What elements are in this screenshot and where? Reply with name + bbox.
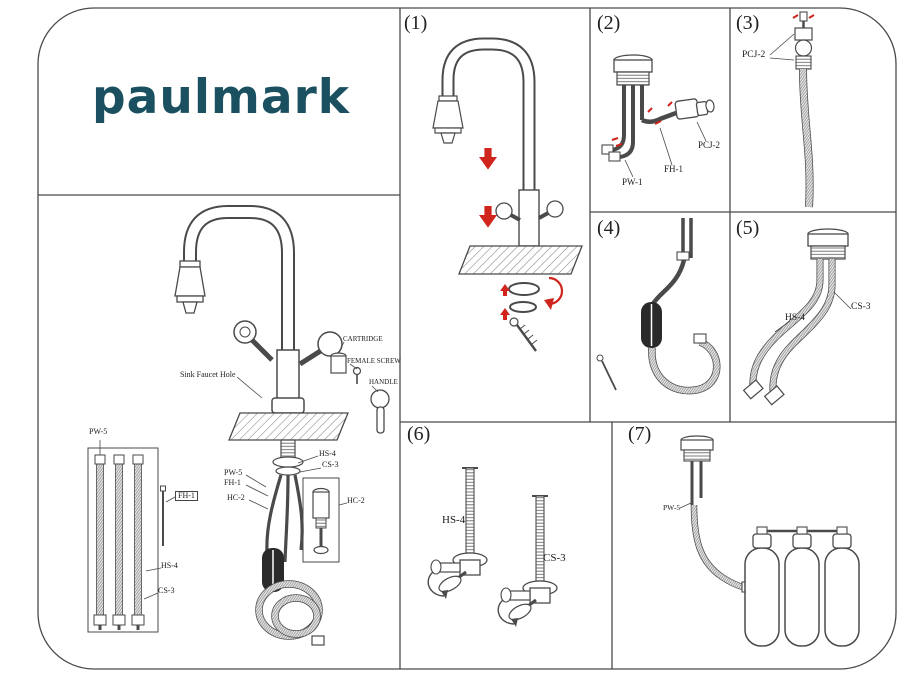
hc2-center-label: HC-2	[227, 493, 245, 502]
panel3-diagram	[769, 11, 815, 208]
fh1-pin-label: FH-1	[175, 491, 198, 501]
hs4-panel5-label: HS-4	[785, 313, 806, 323]
cs3-panel5-label: CS-3	[851, 302, 871, 312]
panel7-number: (7)	[628, 423, 652, 445]
fh1-panel2-label: FH-1	[664, 164, 684, 174]
panel4-diagram	[596, 218, 721, 395]
hs4-inset-label: HS-4	[161, 561, 178, 570]
sink-faucet-hole-label: Sink Faucet Hole	[180, 370, 236, 379]
cartridge-label: CARTRIDGE	[343, 335, 383, 343]
pw5-panel7-label: PW-5	[663, 503, 681, 512]
hs4-panel6-label: HS-4	[442, 514, 466, 526]
panel3-number: (3)	[736, 12, 760, 34]
panel2-number: (2)	[597, 12, 621, 34]
cs3-panel6-label: CS-3	[543, 552, 566, 564]
panel1-step-diagram	[432, 37, 583, 352]
panel7-diagram	[679, 435, 860, 647]
fh1-center-label: FH-1	[224, 478, 241, 487]
brand-logo: paulmark	[92, 70, 351, 125]
cs3-inset-label: CS-3	[158, 586, 175, 595]
hc2-valve-label: HC-2	[347, 496, 365, 505]
frame-and-dividers	[37, 7, 897, 670]
panel4-number: (4)	[597, 217, 621, 239]
panel1-number: (1)	[404, 12, 428, 34]
pcj2-panel3-label: PCJ-2	[742, 50, 766, 60]
panel6-number: (6)	[407, 423, 431, 445]
pcj2-panel2-label: PCJ-2	[698, 140, 721, 150]
panel5-diagram	[742, 228, 852, 406]
pw5-center-label: PW-5	[224, 468, 243, 477]
pw5-hoses-label: PW-5	[89, 427, 108, 436]
handle-label: HANDLE	[369, 378, 398, 386]
panel6-diagram	[426, 466, 559, 629]
pw1-label: PW-1	[622, 177, 643, 187]
panel2-diagram	[601, 54, 715, 178]
panel5-number: (5)	[736, 217, 760, 239]
female-screw-label: FEMALE SCREW	[347, 357, 401, 365]
hs4-shank-label: HS-4	[319, 449, 336, 458]
main-faucet-diagram	[87, 205, 390, 646]
cs3-shank-label: CS-3	[322, 460, 339, 469]
